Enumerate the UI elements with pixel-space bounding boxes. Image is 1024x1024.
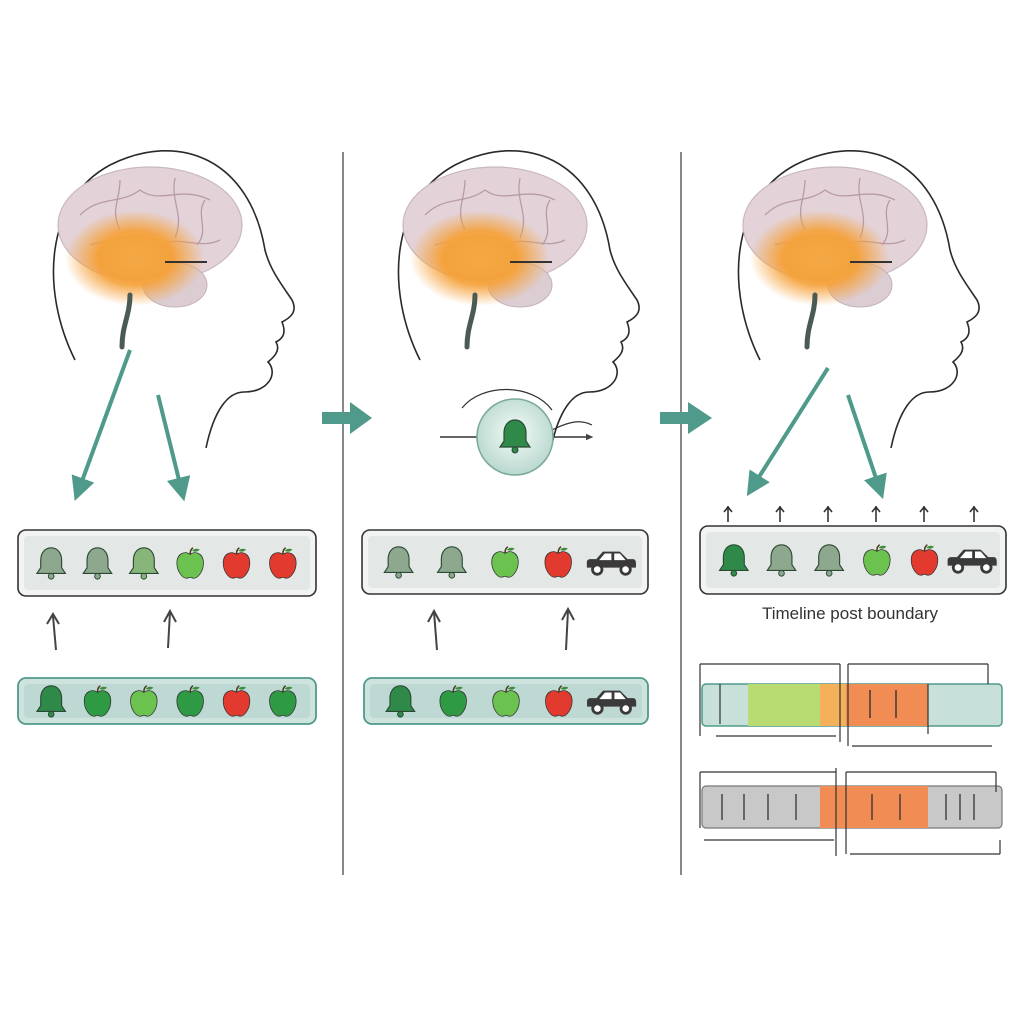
retrieval-arrow-left-a — [71, 349, 132, 502]
encoding-arrows — [46, 606, 575, 651]
retrieval-arrow-right-a — [746, 366, 830, 497]
head-brain-right — [738, 151, 979, 448]
retrieval-arrow-right-b — [846, 394, 887, 500]
head-brain-left — [53, 151, 294, 448]
transition-arrow-2 — [660, 402, 712, 434]
transition-arrow-1 — [322, 402, 372, 434]
timeline-bar-segmented — [699, 663, 1003, 747]
icon-row-left-top — [17, 529, 317, 597]
icon-row-middle-bottom — [363, 677, 649, 725]
retrieval-arrow-left-b — [156, 394, 191, 502]
timeline-bar-grey — [699, 768, 1003, 856]
icon-row-left-bottom — [17, 677, 317, 725]
icon-row-right-top — [699, 525, 1007, 595]
boundary-tick-marks — [723, 505, 979, 522]
event-boundary-bubble — [440, 388, 594, 476]
timeline-caption: Timeline post boundary — [761, 604, 939, 623]
icon-row-middle-top — [361, 529, 649, 595]
